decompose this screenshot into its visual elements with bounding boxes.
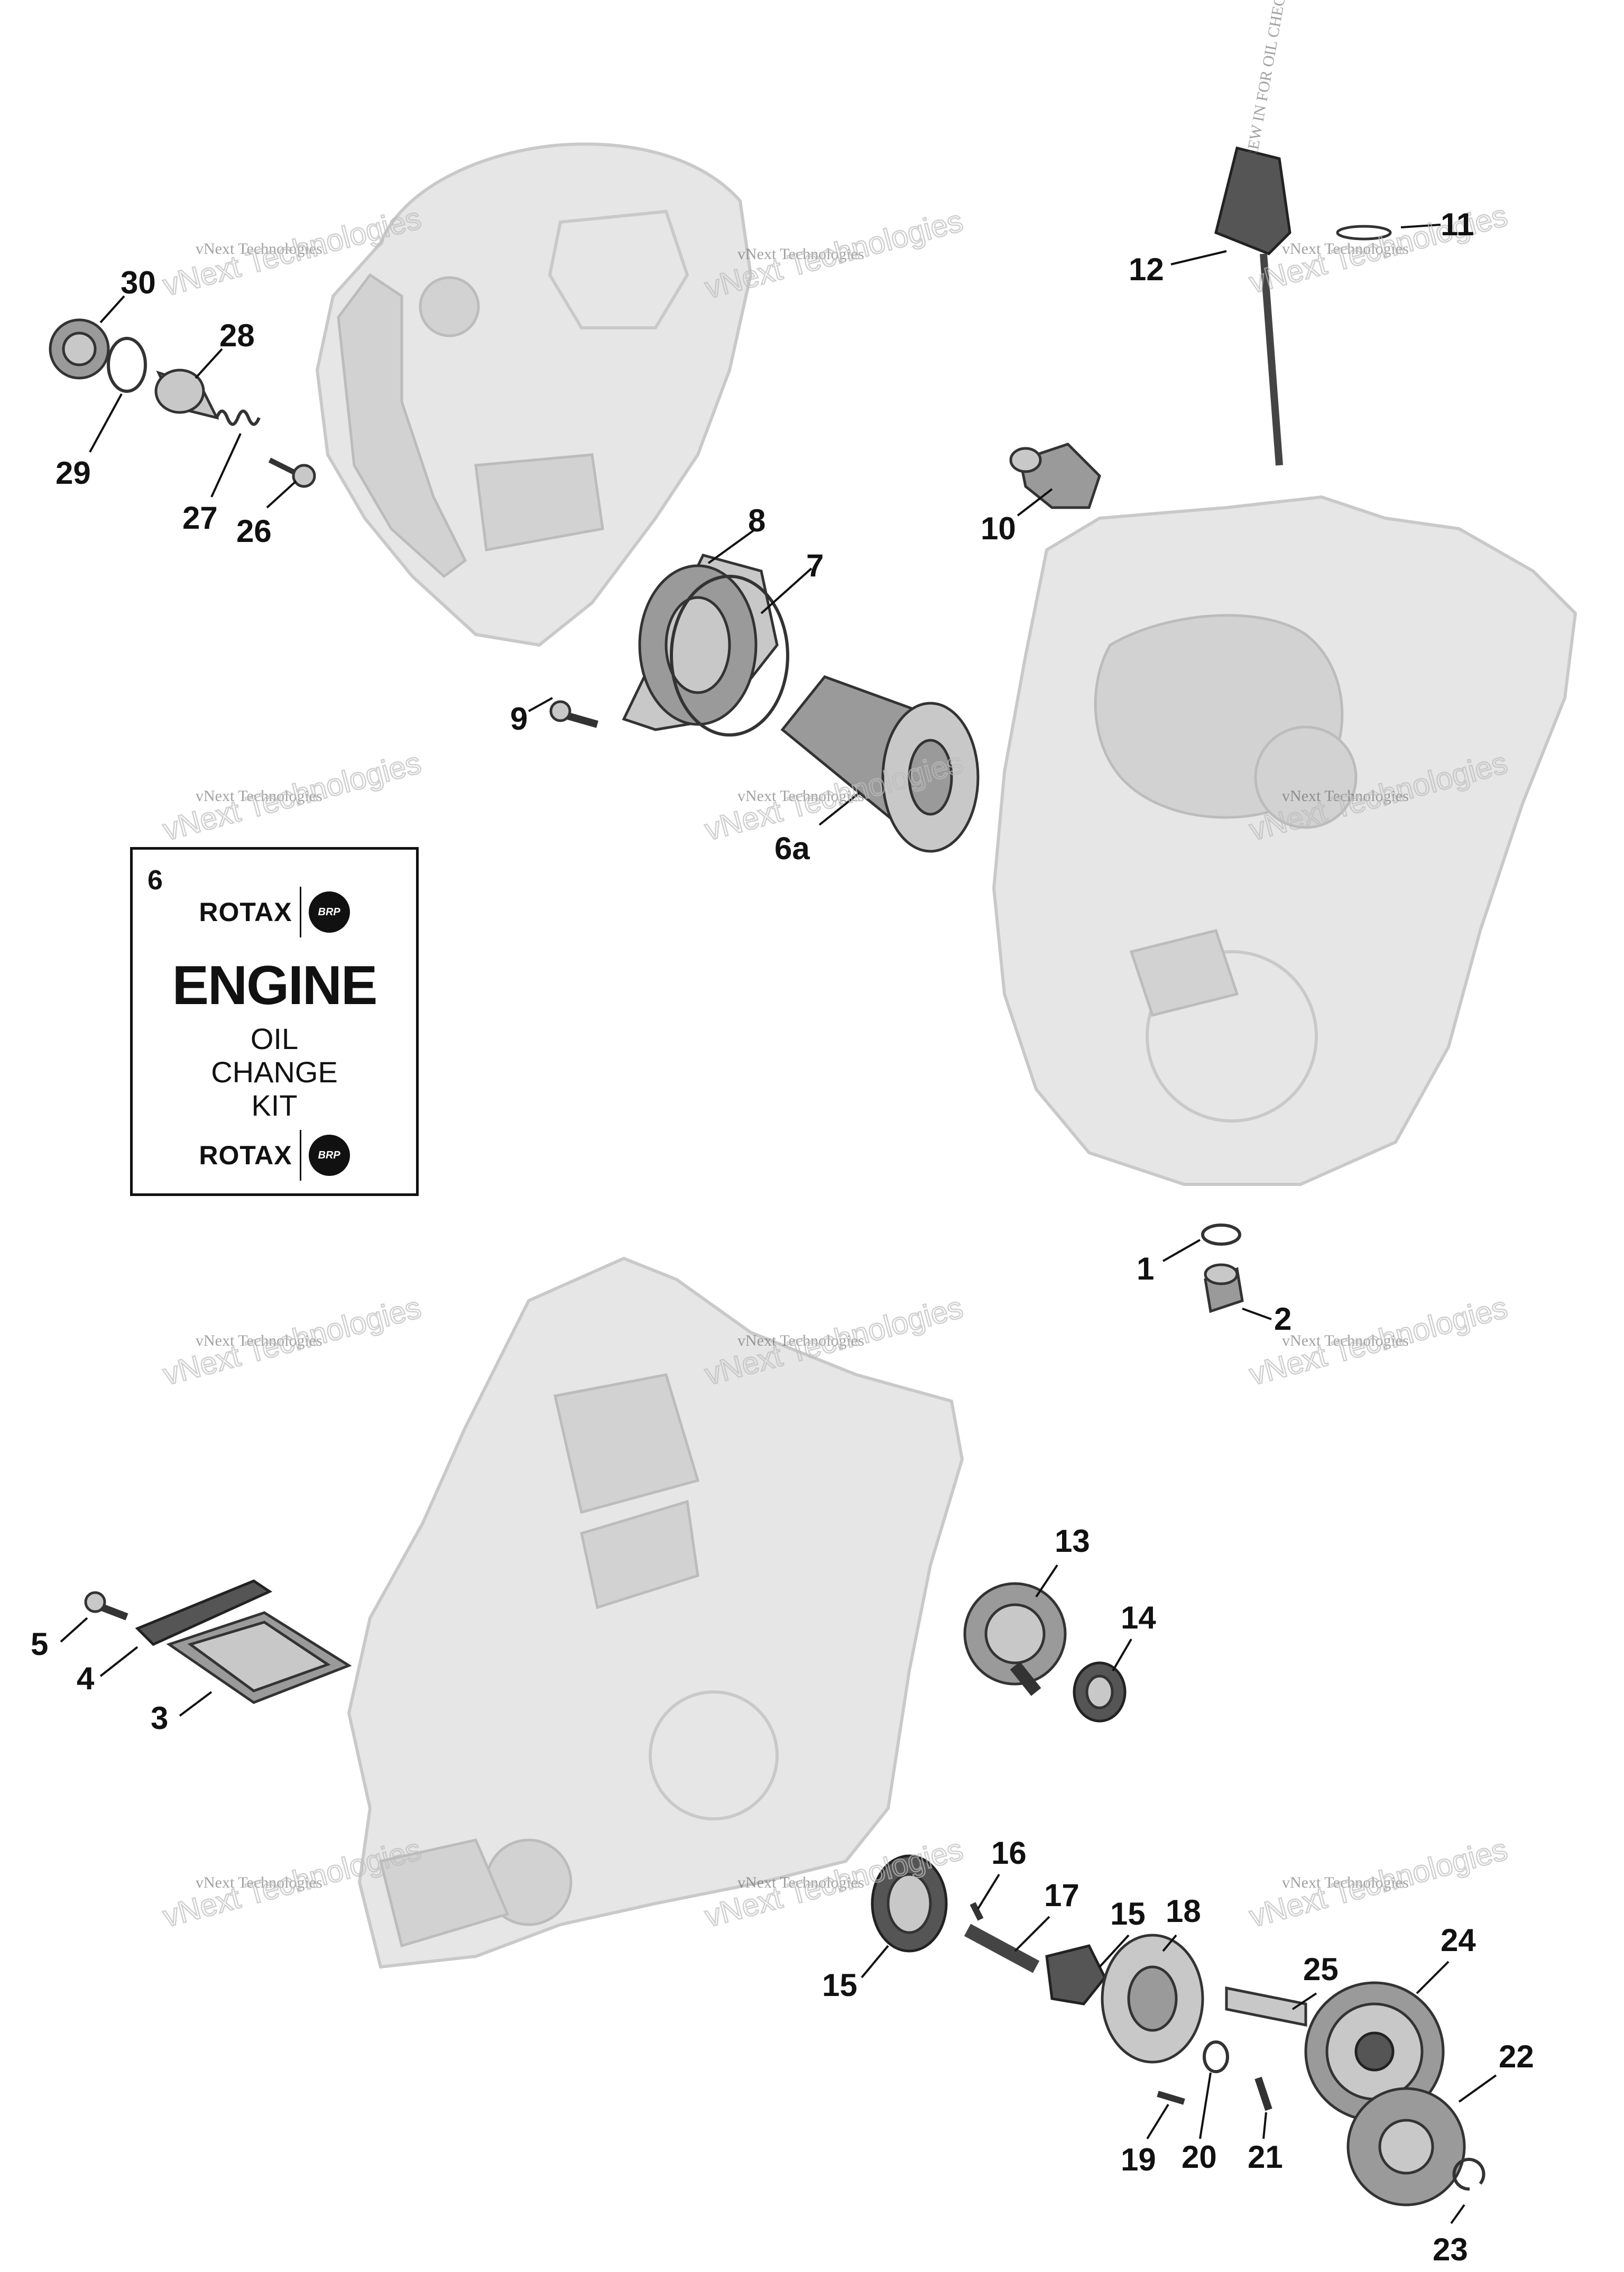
rotax-wordmark: ROTAX bbox=[199, 897, 292, 927]
callout-1[interactable]: 1 bbox=[1137, 1251, 1154, 1286]
callout-29[interactable]: 29 bbox=[56, 455, 91, 491]
watermark-line1: vNext Technologies bbox=[737, 1332, 864, 1349]
callout-10[interactable]: 10 bbox=[981, 511, 1016, 546]
rotax-wordmark: ROTAX bbox=[199, 1140, 292, 1170]
part-9-screw[interactable] bbox=[549, 700, 598, 728]
callout-11[interactable]: 11 bbox=[1441, 207, 1474, 242]
part-12-dipstick[interactable] bbox=[1214, 146, 1291, 466]
part-13-gear-shaft[interactable] bbox=[963, 1582, 1067, 1696]
part-18-pump-cover[interactable] bbox=[1101, 1934, 1204, 2064]
part-11-o-ring[interactable] bbox=[1336, 225, 1392, 241]
callout-2[interactable]: 2 bbox=[1274, 1301, 1291, 1337]
callouts: 30 28 29 27 26 8 7 9 6a 10 11 12 1 2 5 4… bbox=[31, 207, 1534, 2267]
brp-logo-icon: BRP bbox=[308, 891, 350, 933]
rotax-logo-top: ROTAX BRP bbox=[133, 887, 416, 937]
callout-28[interactable]: 28 bbox=[219, 318, 255, 353]
dipstick-label: SCREW IN FOR OIL CHECK bbox=[1239, 0, 1290, 180]
kit-line-change: CHANGE bbox=[211, 1055, 338, 1089]
rotax-logo-bottom: ROTAX BRP bbox=[133, 1130, 416, 1181]
callout-7[interactable]: 7 bbox=[806, 548, 824, 583]
callout-30[interactable]: 30 bbox=[121, 265, 156, 300]
callout-4[interactable]: 4 bbox=[77, 1661, 95, 1696]
callout-27[interactable]: 27 bbox=[182, 500, 218, 536]
part-25-shaft[interactable] bbox=[1225, 1986, 1307, 2027]
part-15-outer-rotor[interactable] bbox=[871, 1854, 948, 1953]
callout-8[interactable]: 8 bbox=[748, 503, 765, 538]
brp-logo-icon: BRP bbox=[308, 1135, 350, 1176]
crankcase-right-housing bbox=[992, 495, 1577, 1186]
part-24-gear[interactable] bbox=[1304, 1981, 1445, 2122]
logo-divider bbox=[299, 1130, 301, 1181]
part-27-spring[interactable] bbox=[215, 409, 261, 426]
oil-change-kit-box[interactable]: 6 ROTAX BRP ENGINE OIL CHANGE KIT ROTAX … bbox=[130, 847, 419, 1196]
part-10-sensor[interactable] bbox=[1009, 443, 1101, 509]
part-2-drain-plug[interactable] bbox=[1204, 1263, 1244, 1313]
callout-24[interactable]: 24 bbox=[1441, 1923, 1476, 1958]
callout-21[interactable]: 21 bbox=[1248, 2139, 1283, 2175]
kit-line-oil: OIL bbox=[250, 1022, 299, 1055]
logo-divider bbox=[299, 887, 301, 937]
watermark-line1: vNext Technologies bbox=[196, 787, 322, 805]
callout-15-outer[interactable]: 15 bbox=[822, 1967, 857, 2003]
watermark-line1: vNext Technologies bbox=[1282, 787, 1409, 805]
callout-9[interactable]: 9 bbox=[510, 701, 528, 737]
callout-22[interactable]: 22 bbox=[1499, 2039, 1534, 2074]
part-1-washer[interactable] bbox=[1201, 1224, 1241, 1246]
part-26-valve[interactable] bbox=[268, 457, 316, 488]
part-5-screw[interactable] bbox=[84, 1591, 128, 1621]
callout-6a[interactable]: 6a bbox=[774, 831, 810, 866]
kit-title: ENGINE bbox=[172, 955, 378, 1016]
callout-5[interactable]: 5 bbox=[31, 1626, 48, 1662]
callout-20[interactable]: 20 bbox=[1182, 2139, 1217, 2175]
watermark-line1: vNext Technologies bbox=[737, 245, 864, 263]
callout-15-inner[interactable]: 15 bbox=[1110, 1896, 1146, 1931]
watermark-line1: vNext Technologies bbox=[196, 240, 322, 257]
part-21-pin[interactable] bbox=[1254, 2076, 1272, 2111]
watermark-line1: vNext Technologies bbox=[196, 1332, 322, 1349]
watermark-line1: vNext Technologies bbox=[1282, 240, 1409, 257]
watermark-line1: vNext Technologies bbox=[1282, 1332, 1409, 1349]
part-15-inner-rotor[interactable] bbox=[1045, 1944, 1106, 2006]
watermark-line1: vNext Technologies bbox=[737, 1874, 864, 1891]
callout-14[interactable]: 14 bbox=[1121, 1600, 1156, 1635]
kit-line-kit: KIT bbox=[251, 1089, 298, 1122]
callout-26[interactable]: 26 bbox=[236, 513, 272, 549]
part-28-sleeve[interactable] bbox=[154, 369, 219, 420]
callout-3[interactable]: 3 bbox=[151, 1700, 168, 1736]
part-3-strainer[interactable] bbox=[166, 1611, 352, 1704]
watermark-line1: vNext Technologies bbox=[196, 1874, 322, 1891]
callout-16[interactable]: 16 bbox=[991, 1835, 1027, 1871]
callout-13[interactable]: 13 bbox=[1055, 1523, 1090, 1559]
part-20-washer[interactable] bbox=[1203, 2040, 1229, 2073]
callout-17[interactable]: 17 bbox=[1044, 1878, 1079, 1913]
callout-12[interactable]: 12 bbox=[1129, 252, 1164, 287]
part-30-plug[interactable] bbox=[49, 318, 110, 380]
part-16-pin[interactable] bbox=[970, 1902, 984, 1921]
side-cover-housing bbox=[315, 142, 753, 647]
callout-23[interactable]: 23 bbox=[1433, 2232, 1468, 2267]
callout-25[interactable]: 25 bbox=[1303, 1952, 1339, 1987]
part-22-gear[interactable] bbox=[1346, 2087, 1466, 2206]
part-14-seal[interactable] bbox=[1073, 1661, 1127, 1723]
leader-lines bbox=[60, 224, 1497, 2224]
watermark-line1: vNext Technologies bbox=[1282, 1874, 1409, 1891]
part-29-o-ring[interactable] bbox=[107, 337, 147, 393]
part-23-circlip[interactable] bbox=[1452, 2158, 1485, 2191]
part-8-filter-cover[interactable] bbox=[622, 554, 779, 731]
callout-19[interactable]: 19 bbox=[1121, 2142, 1156, 2177]
part-17-pump-shaft[interactable] bbox=[964, 1924, 1040, 1973]
part-4-bracket[interactable] bbox=[135, 1579, 273, 1646]
part-6a-oil-filter[interactable] bbox=[780, 675, 980, 853]
part-19-screw[interactable] bbox=[1157, 2091, 1185, 2105]
callout-18[interactable]: 18 bbox=[1166, 1893, 1201, 1929]
watermark-line1: vNext Technologies bbox=[737, 787, 864, 805]
callout-6[interactable]: 6 bbox=[147, 865, 163, 896]
crankcase-left-housing bbox=[347, 1256, 964, 1969]
part-7-o-ring[interactable] bbox=[670, 575, 789, 737]
